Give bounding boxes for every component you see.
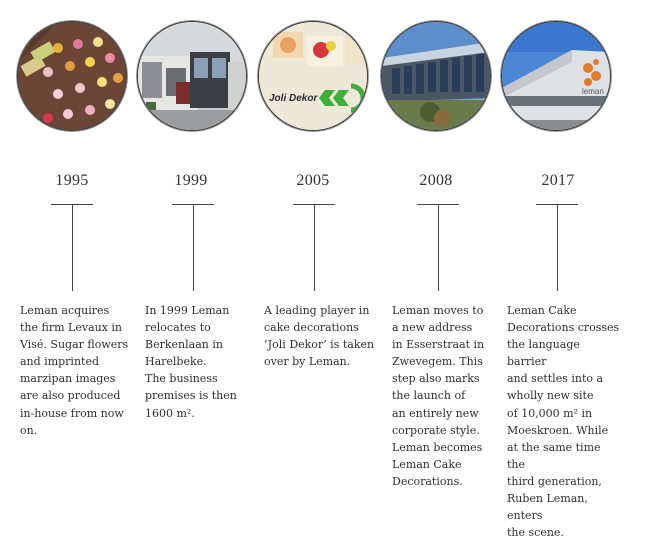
timeline-entry-2008: 2008 Leman moves to a new address in Ess… bbox=[373, 0, 499, 510]
leman-logo-icon bbox=[583, 59, 601, 86]
year-label: 2017 bbox=[541, 172, 575, 189]
moeskroen-building-image: leman bbox=[502, 22, 610, 130]
timeline-stem bbox=[314, 204, 315, 291]
timeline-description: Leman acquires the firm Levaux in Visé. … bbox=[20, 304, 129, 437]
timeline-description: Leman moves to a new address in Esserstr… bbox=[392, 304, 485, 488]
zwevegem-building-image bbox=[382, 22, 490, 130]
timeline-description: Leman Cake Decorations crosses the langu… bbox=[507, 304, 620, 540]
year-label: 1995 bbox=[55, 172, 89, 189]
timeline-stem bbox=[193, 204, 194, 291]
timeline-description: In 1999 Leman relocates to Berkenlaan in… bbox=[145, 304, 237, 420]
timeline-entry-1995: 1995 Leman acquires the firm Levaux in V… bbox=[9, 0, 135, 510]
timeline-entry-2005: Joli Dekor 2005 A leading player in cake… bbox=[250, 0, 376, 510]
harelbeke-building-photo bbox=[138, 22, 246, 130]
timeline-entry-2017: leman 2017 Leman Cake Decorations crosse… bbox=[495, 0, 621, 539]
leman-sign-text: leman bbox=[582, 87, 604, 96]
year-label: 1999 bbox=[174, 172, 208, 189]
zwevegem-building-photo bbox=[382, 22, 490, 130]
timeline-entry-1999: 1999 In 1999 Leman relocates to Berkenla… bbox=[128, 0, 254, 510]
joli-dekor-photo: Joli Dekor bbox=[259, 22, 367, 130]
joli-dekor-logo-text: Joli Dekor bbox=[269, 93, 318, 104]
moeskroen-building-photo: leman bbox=[502, 22, 610, 130]
timeline-description: A leading player in cake decorations ‘Jo… bbox=[264, 304, 375, 369]
sugar-flowers-image bbox=[18, 22, 126, 130]
timeline-stem bbox=[557, 204, 558, 291]
year-label: 2005 bbox=[296, 172, 330, 189]
sugar-flowers-photo bbox=[18, 22, 126, 130]
harelbeke-building-image bbox=[138, 22, 246, 130]
timeline-stem bbox=[72, 204, 73, 291]
timeline-stem bbox=[438, 204, 439, 291]
year-label: 2008 bbox=[419, 172, 453, 189]
joli-dekor-image: Joli Dekor bbox=[259, 22, 367, 130]
